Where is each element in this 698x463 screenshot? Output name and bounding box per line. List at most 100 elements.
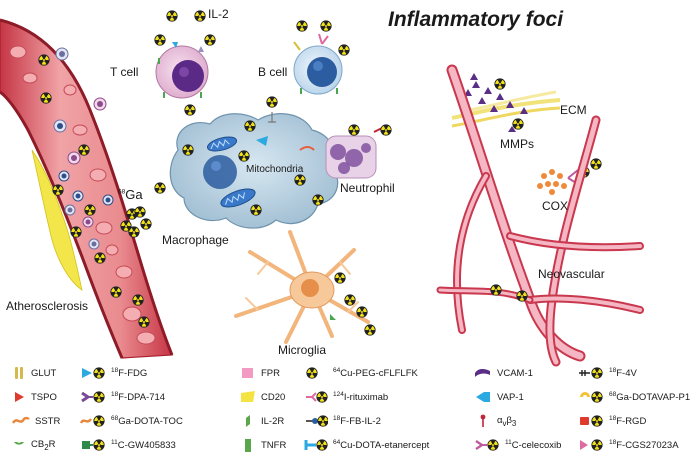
cb2r-icon [14, 442, 24, 445]
tspo-icon [15, 392, 24, 402]
legend-label: 11C-GW405833 [111, 438, 176, 451]
macrophage [124, 94, 339, 238]
ga68-label: 68Ga [118, 188, 143, 201]
ga68-symbol: Ga [125, 187, 143, 202]
legend-sup: 18 [609, 438, 617, 446]
legend-label: VCAM-1 [497, 367, 533, 379]
legend-item-dotavap: 68Ga-DOTAVAP-P1 [578, 388, 690, 406]
legend-label: 124I-rituximab [333, 390, 389, 403]
legend-item-dotatoc: 68Ga-DOTA-TOC [80, 412, 183, 430]
legend-item-tnfr: TNFR [240, 436, 286, 454]
legend-label: 11C-celecoxib [505, 438, 562, 451]
il2r-icon [246, 415, 250, 427]
etanercept-icon [304, 438, 328, 451]
legend-item-integrin: αvβ3 [474, 412, 516, 430]
legend-item-il2r: IL-2R [240, 412, 284, 430]
legend-sup: 124 [333, 390, 344, 398]
legend-item-cgs27023a: 18F-CGS27023A [578, 436, 679, 454]
atherosclerotic-vessel [0, 18, 174, 359]
legend-label: TNFR [261, 439, 287, 451]
neovascular-label: Neovascular [538, 267, 605, 281]
legend-label: FPR [261, 367, 280, 379]
legend-item-cb2r: CB2R [12, 436, 55, 454]
legend-text: F-RGD [616, 415, 647, 427]
microglia-label: Microglia [278, 343, 327, 357]
legend-item-f4v: 18F-4V [578, 364, 637, 382]
legend-item-fpr: FPR [240, 364, 280, 382]
mitochondria-label: Mitochondria [246, 164, 304, 175]
legend-item-gw405833: 11C-GW405833 [80, 436, 176, 454]
fpr-icon [242, 368, 253, 378]
legend-item-glut: GLUT [12, 364, 56, 382]
legend-text: Ga-DOTA-TOC [118, 415, 183, 427]
legend-item-dpa714: 18F-DPA-714 [80, 388, 165, 406]
legend-item-fbil2: 18F-FB-IL-2 [304, 412, 381, 430]
gw405833-icon [82, 438, 105, 451]
neutrophil-label: Neutrophil [340, 181, 395, 195]
legend-label: 64Cu-DOTA-etanercept [333, 438, 429, 451]
rituximab-icon [306, 390, 328, 403]
legend-sup: 64 [333, 438, 341, 446]
microglia [234, 230, 376, 344]
cd20-icon [241, 391, 255, 402]
neutrophil [292, 122, 392, 206]
legend-label: CD20 [261, 391, 286, 403]
legend-item-cd20: CD20 [240, 388, 285, 406]
vap1-icon [476, 392, 490, 402]
legend-sup: 68 [609, 390, 617, 398]
legend: GLUT TSPO SSTR CB2R 18F-FDG 18F-DPA-714 … [0, 358, 698, 463]
fdg-icon [82, 366, 105, 379]
legend-text: F-CGS27023A [616, 439, 679, 451]
legend-text: R [48, 438, 56, 450]
legend-item-tspo: TSPO [12, 388, 57, 406]
atherosclerosis-label: Atherosclerosis [6, 299, 89, 313]
legend-label: TSPO [31, 391, 57, 403]
dpa714-icon [81, 390, 105, 403]
legend-text: Ga-DOTAVAP-P1 [616, 391, 691, 403]
cflflfk-icon [304, 366, 318, 379]
legend-label: 18F-CGS27023A [609, 438, 679, 451]
legend-text: F-4V [616, 367, 637, 379]
legend-sup: 18 [111, 390, 119, 398]
legend-sup: 18 [333, 414, 341, 422]
ecm-label: ECM [560, 103, 587, 117]
legend-label: GLUT [31, 367, 57, 379]
legend-label: 64Cu-PEG-cFLFLFK [333, 367, 418, 379]
legend-sup: 11 [505, 438, 512, 446]
macrophage-label: Macrophage [162, 233, 229, 247]
legend-text: F-DPA-714 [118, 391, 166, 403]
legend-label: 18F-FDG [111, 366, 147, 379]
fbil2-icon [306, 414, 328, 427]
plaque [31, 149, 83, 291]
cgs-icon [580, 438, 603, 451]
sstr-icon [12, 416, 30, 424]
dotavap-icon [580, 390, 603, 403]
mmps-label: MMPs [500, 137, 534, 151]
legend-label: αvβ3 [497, 415, 516, 428]
legend-sup: 11 [111, 438, 118, 446]
legend-label: 18F-FB-IL-2 [333, 414, 381, 427]
vcam1-icon [475, 368, 490, 377]
legend-sup: 18 [609, 366, 617, 374]
il2-label: IL-2 [208, 7, 229, 21]
legend-item-vcam1: VCAM-1 [474, 364, 533, 382]
legend-text: β [506, 414, 512, 426]
legend-item-celecoxib: 11C-celecoxib [474, 436, 561, 454]
legend-item-fdg: 18F-FDG [80, 364, 147, 382]
legend-item-cflflfk: 64Cu-PEG-cFLFLFK [304, 364, 418, 382]
legend-text: C-celecoxib [511, 439, 562, 451]
t-cell [152, 8, 216, 99]
legend-sup: 68 [111, 414, 119, 422]
legend-item-rituximab: 124I-rituximab [304, 388, 388, 406]
legend-label: CB2R [31, 439, 55, 452]
legend-text: I-rituximab [343, 391, 389, 403]
legend-sub: 2 [44, 442, 49, 452]
legend-label: 18F-RGD [609, 415, 647, 427]
legend-label: 18F-DPA-714 [111, 390, 166, 403]
legend-item-rgd: 18F-RGD [578, 412, 646, 430]
tcell-label: T cell [110, 65, 139, 79]
legend-sup: 18 [111, 366, 119, 374]
legend-label: 68Ga-DOTAVAP-P1 [609, 390, 691, 403]
ecm-fibers [451, 73, 561, 132]
